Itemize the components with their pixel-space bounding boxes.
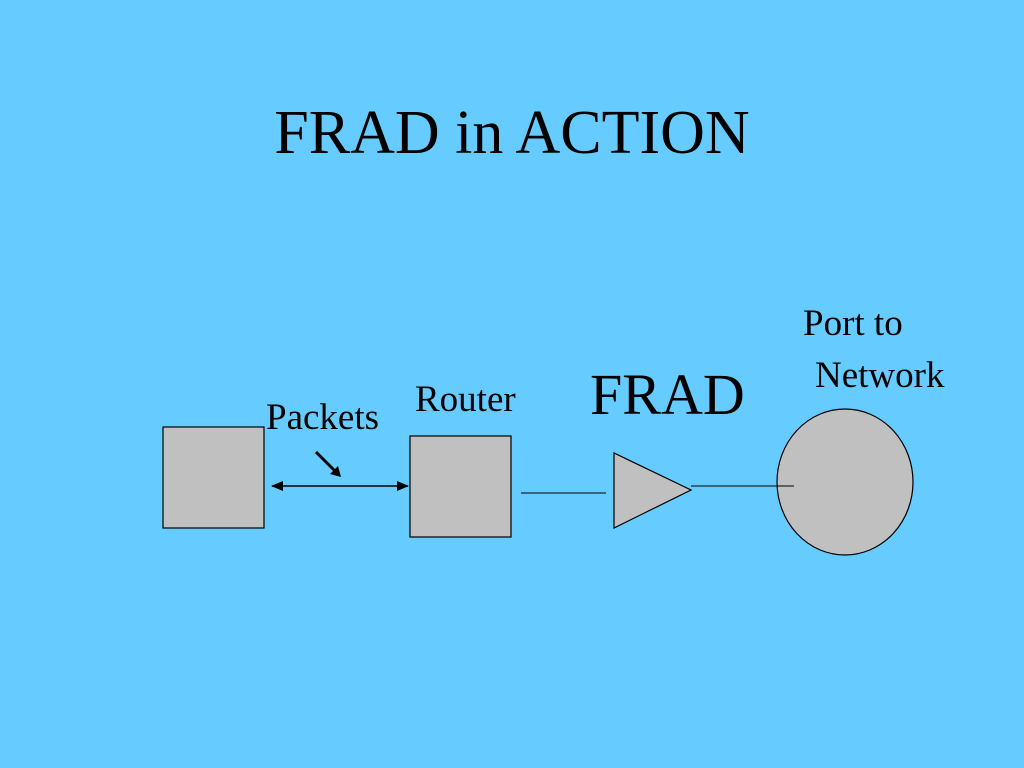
packets-pointer-arrowhead [330, 466, 341, 477]
port-to-network-label: Port to Network [803, 298, 944, 402]
frad-label: FRAD [590, 362, 745, 427]
network-port-circle [776, 408, 914, 556]
packets-pointer-arrow [314, 450, 339, 475]
router-box [409, 435, 512, 538]
frad-triangle [613, 452, 693, 529]
slide-title: FRAD in ACTION [274, 99, 750, 167]
port-label-line2: Network [815, 355, 945, 396]
packets-label: Packets [266, 397, 380, 438]
port-label-line1: Port to [803, 303, 903, 344]
router-label: Router [415, 379, 516, 420]
host-box [162, 426, 265, 529]
